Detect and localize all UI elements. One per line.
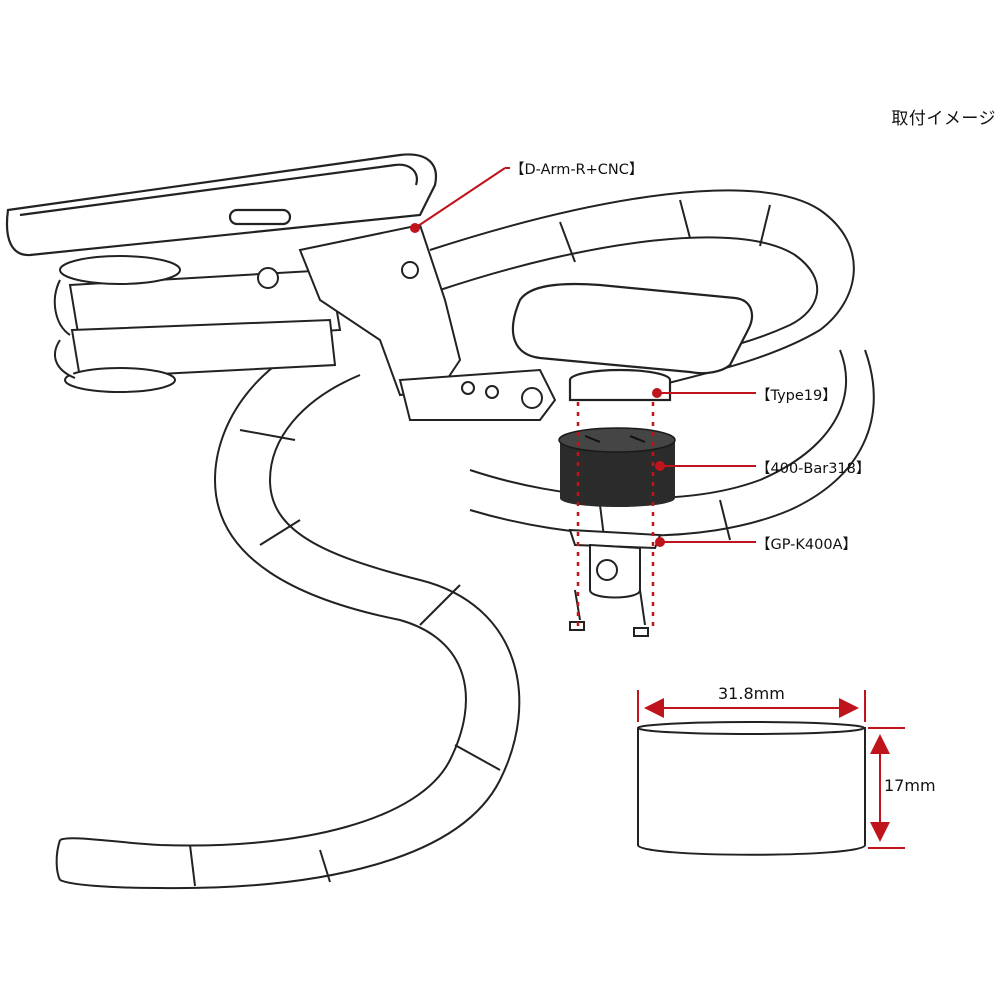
callout-bar-adapter: 【400-Bar318】 — [756, 461, 871, 477]
height-dimension-label: 17mm — [884, 776, 936, 795]
width-dimension-label: 31.8mm — [718, 684, 785, 703]
callout-gp-adapter: 【GP-K400A】 — [756, 537, 857, 553]
computer-device — [511, 282, 753, 402]
handlebar — [55, 189, 875, 890]
callout-leaders — [410, 167, 756, 547]
gp-adapter-part — [568, 528, 662, 637]
callout-d-arm: 【D-Arm-R+CNC】 — [510, 162, 644, 178]
stem — [53, 255, 342, 393]
alignment-lines — [576, 402, 655, 630]
phone — [5, 153, 438, 257]
bar-adapter-part — [558, 427, 676, 507]
dimension-cylinder — [637, 721, 866, 856]
dimension-arrows — [637, 690, 905, 849]
callout-type19: 【Type19】 — [756, 388, 837, 404]
diagram-heading: 取付イメージ — [891, 109, 996, 129]
d-arm — [257, 223, 557, 421]
